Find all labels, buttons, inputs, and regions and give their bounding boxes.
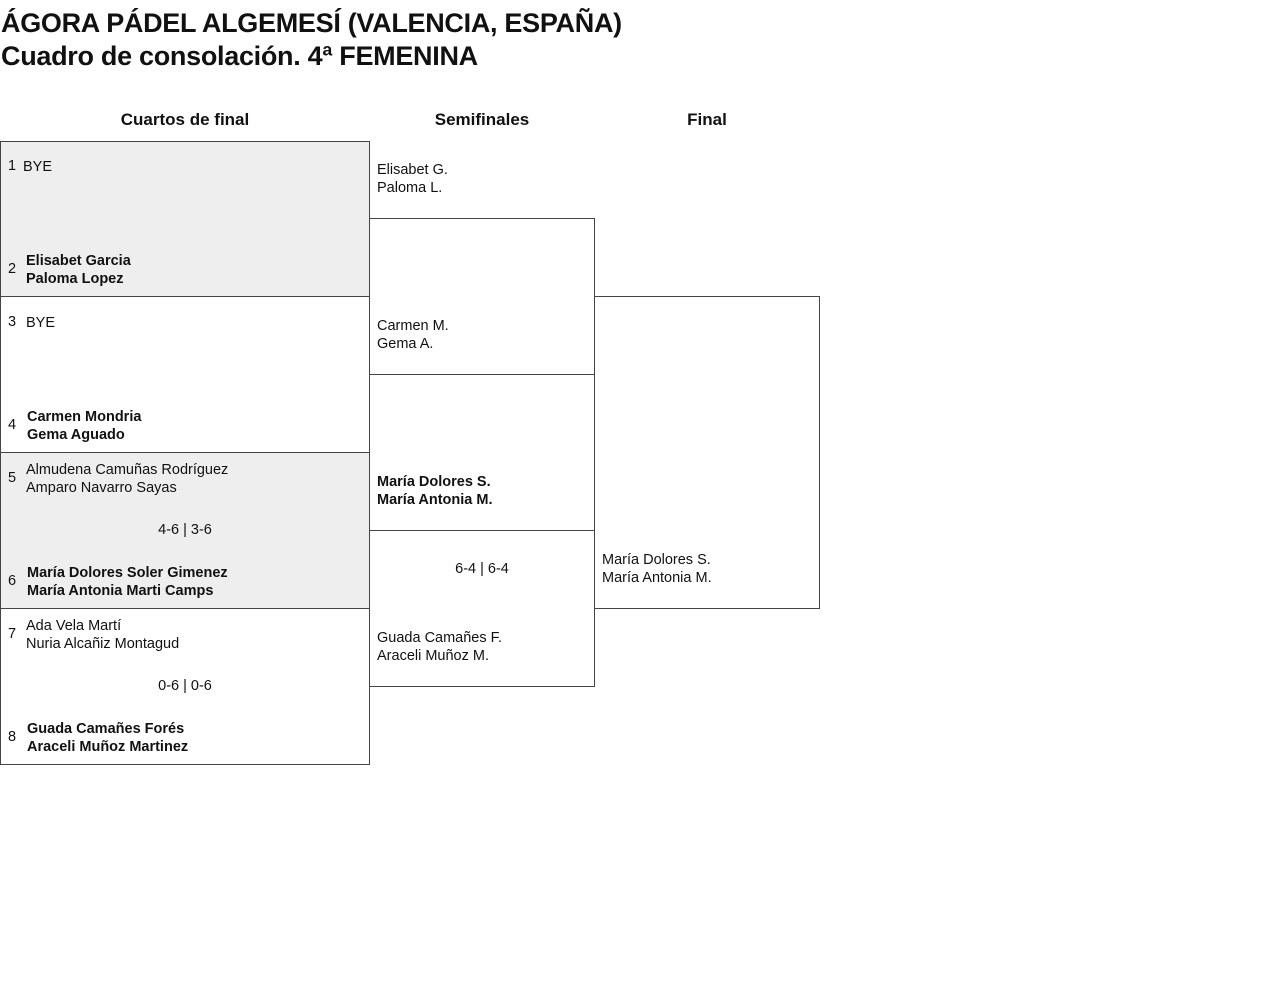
- player-name: Carmen Mondria: [27, 409, 142, 425]
- player-name: Guada Camañes F.: [377, 630, 502, 646]
- player-name: Paloma Lopez: [26, 271, 124, 287]
- team-name: BYE: [23, 159, 53, 175]
- qf-match-3: [0, 452, 370, 609]
- player-name: Carmen M.: [377, 318, 449, 334]
- seed-number: 5: [8, 470, 17, 486]
- player-name: Almudena Camuñas Rodríguez: [26, 462, 229, 478]
- player-name: María Antonia Marti Camps: [27, 583, 214, 599]
- seed-number: 4: [8, 417, 17, 433]
- round-header-semifinals: Semifinales: [434, 110, 530, 129]
- player-name: Araceli Muñoz Martinez: [27, 739, 189, 755]
- player-name: Paloma L.: [377, 180, 443, 196]
- player-name: Guada Camañes Forés: [27, 721, 185, 737]
- player-name: María Antonia M.: [602, 570, 712, 586]
- team-name: María Dolores S. María Antonia M.: [377, 473, 492, 509]
- team-name: Carmen M. Gema A.: [377, 317, 449, 353]
- team-name: Elisabet G. Paloma L.: [377, 161, 448, 197]
- seed-number: 6: [8, 573, 17, 589]
- player-name: Gema Aguado: [27, 427, 125, 443]
- player-name: María Dolores Soler Gimenez: [27, 565, 228, 581]
- qf-match-1: [0, 141, 370, 297]
- player-name: Elisabet Garcia: [26, 253, 131, 269]
- seed-number: 2: [8, 261, 17, 277]
- player-name: María Antonia M.: [377, 492, 493, 508]
- final-match: [594, 296, 820, 609]
- player-name: Nuria Alcañiz Montagud: [26, 636, 180, 652]
- seed-number: 8: [8, 729, 17, 745]
- player-name: Elisabet G.: [377, 162, 448, 178]
- player-name: María Dolores S.: [602, 552, 711, 568]
- match-score: 4-6 | 3-6: [158, 522, 212, 538]
- seed-number: 1: [8, 158, 17, 174]
- round-header-quarterfinals: Cuartos de final: [120, 110, 250, 129]
- page-title: ÁGORA PÁDEL ALGEMESÍ (VALENCIA, ESPAÑA): [1, 8, 622, 38]
- seed-number: 7: [8, 626, 17, 642]
- match-score: 6-4 | 6-4: [455, 561, 509, 577]
- player-name: Ada Vela Martí: [26, 618, 122, 634]
- player-name: María Dolores S.: [377, 474, 491, 490]
- player-name: Araceli Muñoz M.: [377, 648, 490, 664]
- page-subtitle: Cuadro de consolación. 4ª FEMENINA: [1, 41, 478, 71]
- player-name: Gema A.: [377, 336, 434, 352]
- team-name: Guada Camañes F. Araceli Muñoz M.: [377, 629, 502, 665]
- player-name: Amparo Navarro Sayas: [26, 480, 177, 496]
- round-header-final: Final: [687, 110, 727, 129]
- match-score: 0-6 | 0-6: [158, 678, 212, 694]
- team-name: BYE: [26, 315, 56, 331]
- seed-number: 3: [8, 314, 17, 330]
- team-name: María Dolores S. María Antonia M.: [602, 551, 712, 587]
